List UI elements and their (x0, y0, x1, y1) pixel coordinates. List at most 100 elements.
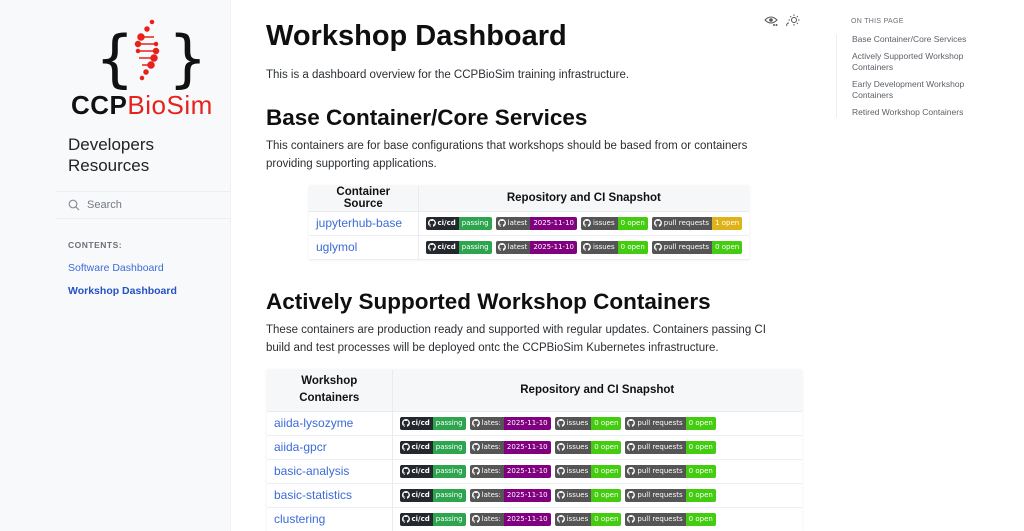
github-icon (627, 443, 636, 451)
container-link[interactable]: basic-statistics (274, 488, 353, 502)
theme-toggle-icon[interactable] (786, 14, 800, 28)
container-link[interactable]: clustering (274, 512, 326, 526)
toc-label: ON THIS PAGE (851, 18, 904, 25)
toc-item-early-development[interactable]: Early Development Workshop Containers (852, 78, 965, 101)
latest-release-badge[interactable]: lates:2025-11-10 (469, 440, 551, 454)
latest-release-badge[interactable]: lates:2025-11-10 (469, 512, 551, 526)
github-icon (471, 443, 480, 451)
github-icon (627, 467, 636, 475)
latest-release-badge[interactable]: lates:2025-11-10 (469, 488, 551, 502)
github-icon (627, 491, 636, 499)
section-description-base: This containers are for base configurati… (266, 140, 748, 170)
toc-item-base-container[interactable]: Base Container/Core Services (852, 34, 967, 44)
container-link[interactable]: basic-analysis (274, 464, 350, 478)
search-placeholder: Search (87, 199, 122, 211)
brand-ccp: CCP (71, 90, 128, 120)
section-heading-base: Base Container/Core Services (266, 105, 588, 130)
header-actions (764, 14, 800, 28)
brand-wordmark[interactable]: CCPBioSim (71, 90, 213, 121)
container-link[interactable]: aiida-gpcr (274, 440, 327, 454)
ccpbiosim-logo-icon[interactable]: { } (68, 12, 218, 122)
github-icon (556, 515, 565, 523)
github-icon (401, 419, 410, 427)
sidebar: { } CCPBioSim Developers Resources Searc… (0, 0, 231, 531)
github-icon (556, 443, 565, 451)
github-icon (471, 491, 480, 499)
page-intro: This is a dashboard overview for the CCP… (266, 69, 630, 81)
github-icon (556, 467, 565, 475)
github-icon (583, 243, 591, 251)
github-icon (427, 243, 436, 251)
github-icon (401, 467, 410, 475)
brand-biosim: BioSim (127, 90, 213, 120)
github-icon (627, 515, 636, 523)
github-icon (401, 515, 410, 523)
on-this-page: ON THIS PAGE Base Container/Core Service… (836, 18, 986, 123)
contents-label: CONTENTS: (68, 240, 123, 250)
container-link[interactable]: jupyterhub-base (316, 216, 403, 230)
sidebar-item-workshop-dashboard[interactable]: Workshop Dashboard (68, 285, 177, 297)
github-icon (583, 219, 591, 227)
github-icon (471, 419, 480, 427)
github-icon (471, 467, 480, 475)
github-icon (556, 419, 565, 427)
toc-item-actively-supported[interactable]: Actively Supported Workshop Containers (852, 50, 964, 73)
column-header: Container Source (309, 186, 418, 212)
view-source-icon[interactable] (764, 14, 778, 28)
page-title: Workshop Dashboard (266, 20, 567, 52)
toc-list: Base Container/Core Services Actively Su… (836, 34, 986, 118)
latest-release-badge[interactable]: lates:2025-11-10 (469, 416, 551, 430)
github-icon (556, 491, 565, 499)
project-title[interactable]: Developers Resources (68, 135, 154, 175)
github-icon (497, 243, 506, 251)
section-heading-active: Actively Supported Workshop Containers (266, 289, 711, 314)
column-header: Repository and CI Snapshot (391, 370, 802, 412)
github-icon (401, 491, 410, 499)
github-icon (471, 515, 480, 523)
column-header: Repository and CI Snapshot (417, 186, 750, 212)
active-workshop-table: Workshop Containers Repository and CI Sn… (267, 370, 802, 531)
sidebar-item-software-dashboard[interactable]: Software Dashboard (68, 262, 164, 274)
container-link[interactable]: uglymol (316, 240, 358, 254)
search-icon (68, 199, 80, 211)
search-button[interactable]: Search (56, 191, 231, 219)
base-container-table: Container Source Repository and CI Snaps… (309, 186, 750, 260)
latest-release-badge[interactable]: lates:2025-11-10 (469, 464, 551, 478)
container-link[interactable]: aiida-lysozyme (274, 416, 354, 430)
toc-item-retired[interactable]: Retired Workshop Containers (852, 106, 964, 117)
